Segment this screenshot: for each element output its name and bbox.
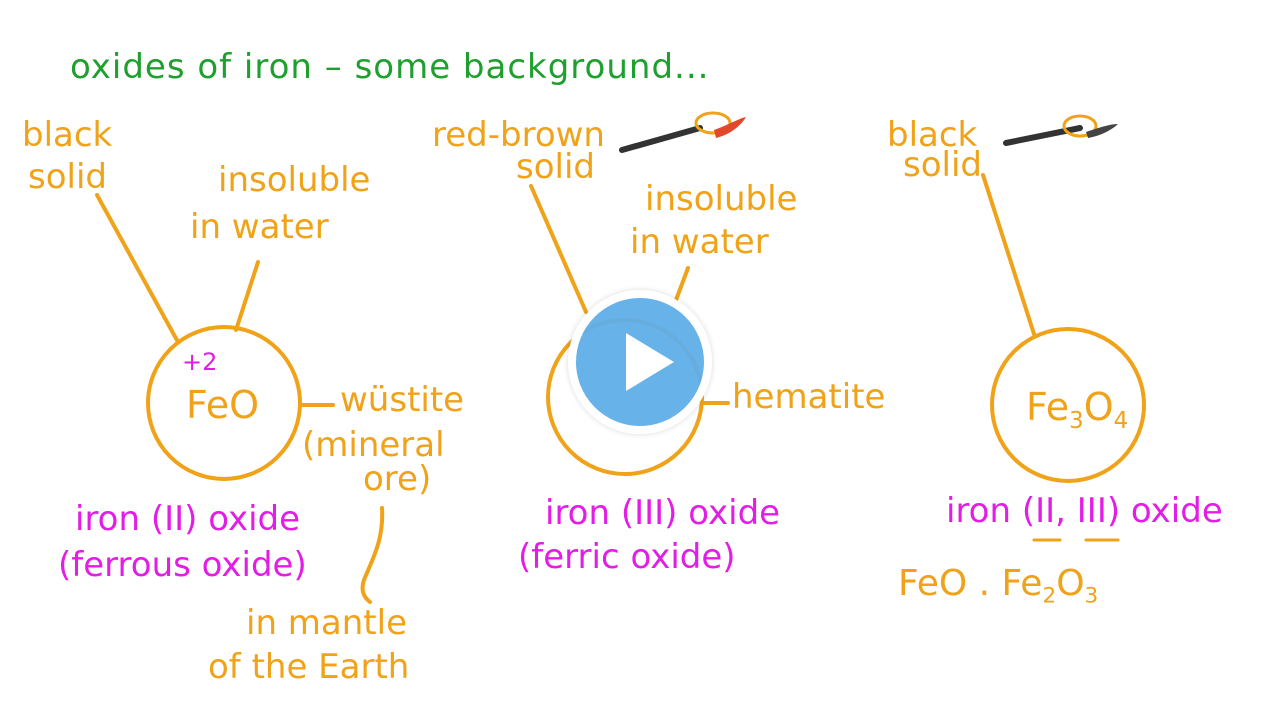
fe2o3-appearance-line1: red-brown: [432, 115, 605, 155]
fe2o3-mineral-name: hematite: [732, 377, 886, 417]
feo-location-line1: in mantle: [246, 603, 408, 643]
feo-common-name: (ferrous oxide): [58, 545, 307, 585]
fe3o4-composition-a: FeO . Fe: [898, 563, 1043, 604]
fe3o4-composition: FeO . Fe2O3: [898, 566, 1098, 607]
connector-line: [234, 260, 260, 332]
fe3o4-appearance-line1: black: [887, 115, 978, 155]
fe3o4-formula-sub2: 4: [1113, 407, 1129, 434]
page-title: oxides of iron – some background...: [70, 47, 710, 87]
feo-mineral-note-line1: (mineral: [302, 425, 445, 465]
feo-solubility-line1: insoluble: [218, 160, 371, 200]
fe3o4-formula-mid: O: [1083, 385, 1114, 429]
feo-mineral-name: wüstite: [340, 380, 465, 420]
play-icon: [626, 333, 674, 391]
fe3o4-formula-sub1: 3: [1069, 407, 1084, 434]
feo-location-line2: of the Earth: [208, 647, 410, 687]
feo-name: iron (II) oxide: [75, 499, 301, 539]
feo-solubility-line2: in water: [190, 207, 329, 247]
fe3o4-formula-base: Fe: [1026, 385, 1070, 429]
feo-circle: [146, 325, 302, 481]
fe3o4-formula: Fe3O4: [1026, 388, 1128, 433]
spatula-black-icon: [1003, 114, 1118, 146]
feo-mineral-note-line2: ore): [363, 459, 432, 499]
feo-formula: FeO: [186, 383, 260, 427]
fe3o4-name: iron (II, III) oxide: [946, 491, 1223, 531]
fe3o4-composition-sub2: 3: [1084, 583, 1099, 609]
fe3o4-composition-sub1: 2: [1042, 583, 1057, 609]
fe3o4-composition-b: O: [1056, 563, 1085, 604]
connector-line: [529, 184, 588, 314]
feo-appearance-line1: black: [22, 115, 113, 155]
feo-charge: +2: [182, 348, 218, 376]
fe2o3-solubility-line1: insoluble: [645, 179, 798, 219]
connector-line: [360, 506, 385, 604]
fe2o3-solubility-line2: in water: [630, 222, 769, 262]
connector-line: [674, 266, 690, 302]
connector-line: [981, 173, 1036, 336]
play-button[interactable]: [568, 290, 712, 434]
fe3o4-circle: [990, 327, 1146, 483]
fe2o3-common-name: (ferric oxide): [518, 537, 736, 577]
feo-appearance-line2: solid: [28, 157, 107, 197]
connector-line: [95, 193, 180, 344]
fe3o4-appearance-line2: solid: [903, 145, 982, 185]
fe2o3-appearance-line2: solid: [516, 147, 595, 187]
fe2o3-name: iron (III) oxide: [545, 493, 781, 533]
spatula-red-icon: [619, 111, 746, 153]
